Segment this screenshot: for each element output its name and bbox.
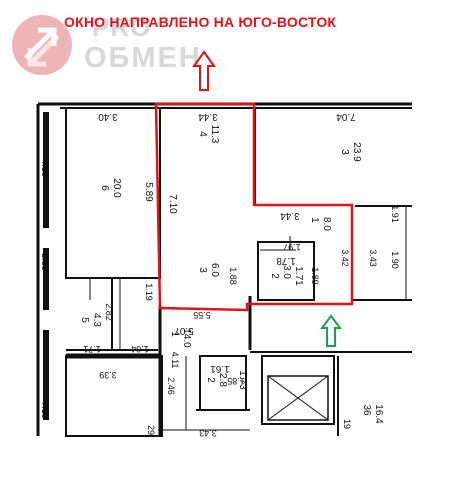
window-direction-arrow-icon: [320, 314, 342, 347]
room-2-lower-number: 2: [205, 377, 216, 383]
room-5-number: 5: [79, 317, 90, 323]
room-4-area: 11.3: [209, 125, 220, 144]
room-1-width: 3.44: [280, 210, 300, 221]
dimension-label: 4.11: [170, 352, 180, 369]
dimension-label: 1.85: [227, 376, 245, 386]
room-1-lower-area: 14.0: [181, 328, 192, 348]
room-6-area: 20.0: [111, 178, 122, 198]
room-1-lower-number: 1: [169, 331, 180, 337]
room-3-top-number: 3: [339, 149, 350, 155]
dimension-label: 7.10: [40, 401, 50, 419]
room-1-lower-width: 5.07: [174, 325, 194, 336]
dimension-label: 5.55: [193, 310, 211, 320]
dimension-label: 3.43: [199, 428, 217, 438]
room-3-top-area: 23.9: [351, 142, 362, 162]
watermark-logo: PRO ОБМЕН: [8, 12, 200, 78]
room-4-number: 4: [197, 131, 208, 137]
room-3-main-area: 6.0: [209, 263, 220, 277]
room-36-area: 16.4: [373, 404, 384, 424]
orientation-caption: ОКНО НАПРАВЛЕНО НА ЮГО-ВОСТОК: [64, 14, 337, 30]
room-2-lower-area: 2.8: [217, 373, 228, 387]
room-6-number: 6: [99, 185, 110, 191]
room-3-main-number: 3: [197, 267, 208, 273]
dimension-label: 4.10: [40, 159, 50, 177]
room-36-number: 36: [361, 404, 372, 416]
room-2-bath-width: 1.78: [276, 255, 296, 266]
dimension-label: 1.19: [144, 283, 154, 301]
dimension-label: 1.88: [228, 267, 238, 285]
dimension-label: 1.90: [390, 251, 400, 269]
dimension-label: 1.89: [310, 267, 320, 285]
apartment-highlight-outline: [154, 102, 354, 312]
room-1-number: 1: [309, 217, 320, 223]
dimension-label: 1.91: [390, 205, 400, 223]
room-4-width: 3.44: [198, 111, 218, 122]
logo-text-pro: PRO: [92, 12, 152, 42]
room-3-main-length: 7.10: [167, 194, 178, 214]
room-1-area: 8.0: [321, 217, 332, 231]
dimension-label: 3.39: [99, 370, 117, 380]
room-5-area: 4.3: [91, 313, 102, 327]
dimension-label: 2.82: [104, 303, 114, 321]
dimension-label: 19: [342, 419, 352, 429]
logo-mark-icon: [12, 15, 72, 75]
room-6-width: 3.40: [98, 111, 118, 122]
room-6-length: 5.89: [143, 182, 154, 202]
dimension-label: 2.33: [40, 253, 50, 271]
room-2-bath-area: 3.0: [281, 265, 292, 279]
dimension-label: 2.46: [166, 377, 176, 395]
dimension-label: 29: [146, 425, 156, 435]
room-2-bath-number: 2: [269, 273, 280, 279]
room-3-top-width: 7.04: [336, 111, 356, 122]
logo-text-obmen: ОБМЕН: [84, 42, 202, 74]
dimension-label: 3.43: [368, 249, 378, 267]
room-2-lower-width: 1.61: [210, 363, 230, 374]
room-2-bath-depth: 1.71: [293, 266, 304, 286]
room-2-lower-depth: 1.73: [237, 370, 248, 390]
dimension-label: 1.97: [283, 242, 301, 252]
dimension-label: 1.64: [131, 344, 149, 354]
orientation-arrow-up-icon: [192, 50, 216, 91]
dimension-label: 3.42: [340, 249, 350, 267]
dimension-label: 1.71: [83, 344, 101, 354]
